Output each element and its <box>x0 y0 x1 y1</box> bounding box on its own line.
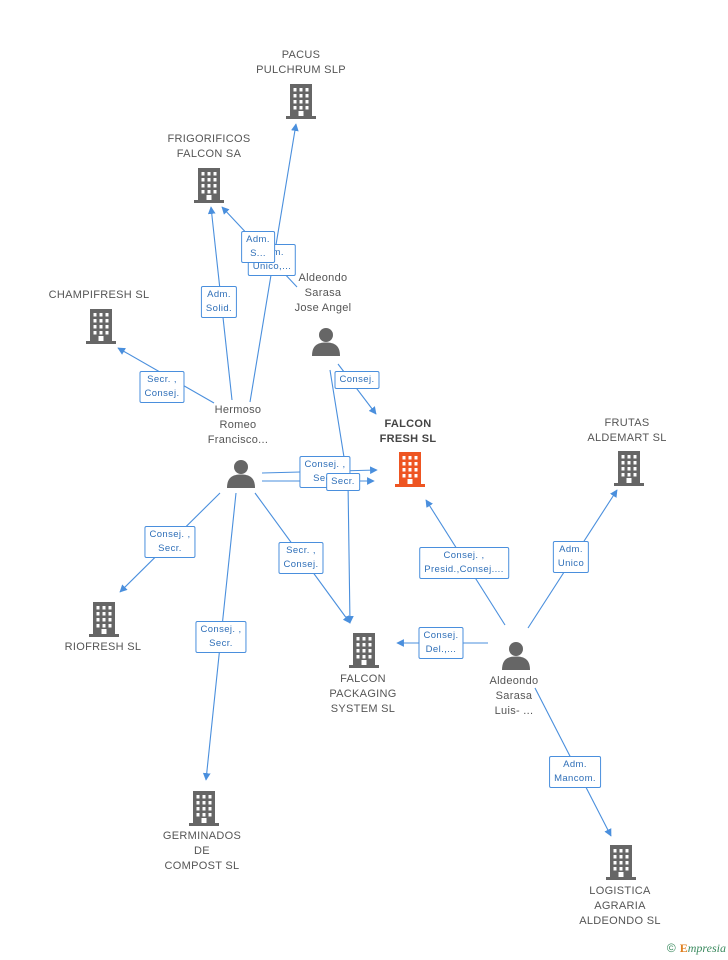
node-label-falcon-packaging[interactable]: FALCON PACKAGING SYSTEM SL <box>329 673 397 715</box>
edge-aldeondo-jose-to-falcon-packaging <box>329 369 354 624</box>
footer-brand: ©Empresia <box>667 941 726 956</box>
edge-role-label[interactable]: Secr. , Consej. <box>139 371 185 403</box>
edge-role-label[interactable]: Consej. <box>334 371 380 389</box>
edge-role-label[interactable]: Adm. Unico <box>552 541 590 573</box>
node-label-falcon-fresh[interactable]: FALCON FRESH SL <box>379 418 437 445</box>
node-label-logistica[interactable]: LOGISTICA AGRARIA ALDEONDO SL <box>579 885 661 927</box>
node-label-germinados[interactable]: GERMINADOS DE COMPOST SL <box>162 830 242 872</box>
edge-role-label[interactable]: Consej. , Secr. <box>195 621 247 653</box>
edge-role-label[interactable]: Consej. , Presid.,Consej.... <box>419 547 509 579</box>
edge-role-label[interactable]: Secr. , Consej. <box>278 542 324 574</box>
edge-role-label[interactable]: Secr. <box>326 473 360 491</box>
node-label-aldeondo-luis[interactable]: Aldeondo Sarasa Luis- ... <box>489 675 539 717</box>
node-label-frigorificos[interactable]: FRIGORIFICOS FALCON SA <box>167 133 251 160</box>
node-label-riofresh[interactable]: RIOFRESH SL <box>64 641 142 653</box>
edge-role-label[interactable]: Adm. Mancom. <box>549 756 601 788</box>
node-label-frutas[interactable]: FRUTAS ALDEMART SL <box>587 417 667 444</box>
node-label-aldeondo-jose[interactable]: Aldeondo Sarasa Jose Angel <box>294 272 352 314</box>
person-icon[interactable] <box>501 640 531 675</box>
building-icon[interactable] <box>87 601 121 642</box>
brand-name: mpresia <box>687 941 726 955</box>
person-icon[interactable] <box>311 326 341 361</box>
person-icon[interactable] <box>226 458 256 493</box>
node-label-hermoso[interactable]: Hermoso Romeo Francisco... <box>207 404 269 446</box>
building-icon[interactable] <box>604 844 638 885</box>
copyright-symbol: © <box>666 941 676 955</box>
brand-initial: E <box>679 941 688 955</box>
node-label-pacus[interactable]: PACUS PULCHRUM SLP <box>256 49 346 76</box>
edge-role-label[interactable]: Consej. , Secr. <box>144 526 196 558</box>
building-icon[interactable] <box>284 83 318 124</box>
building-icon[interactable] <box>393 451 427 492</box>
building-icon[interactable] <box>192 167 226 208</box>
node-label-champifresh[interactable]: CHAMPIFRESH SL <box>48 289 150 301</box>
building-icon[interactable] <box>84 308 118 349</box>
edge-role-label[interactable]: Consej. Del.,... <box>418 627 464 659</box>
building-icon[interactable] <box>187 790 221 831</box>
edge-role-label[interactable]: Adm. Solid. <box>200 286 238 318</box>
edge-role-label[interactable]: Adm. S... <box>241 231 275 263</box>
building-icon[interactable] <box>347 632 381 673</box>
building-icon[interactable] <box>612 450 646 491</box>
